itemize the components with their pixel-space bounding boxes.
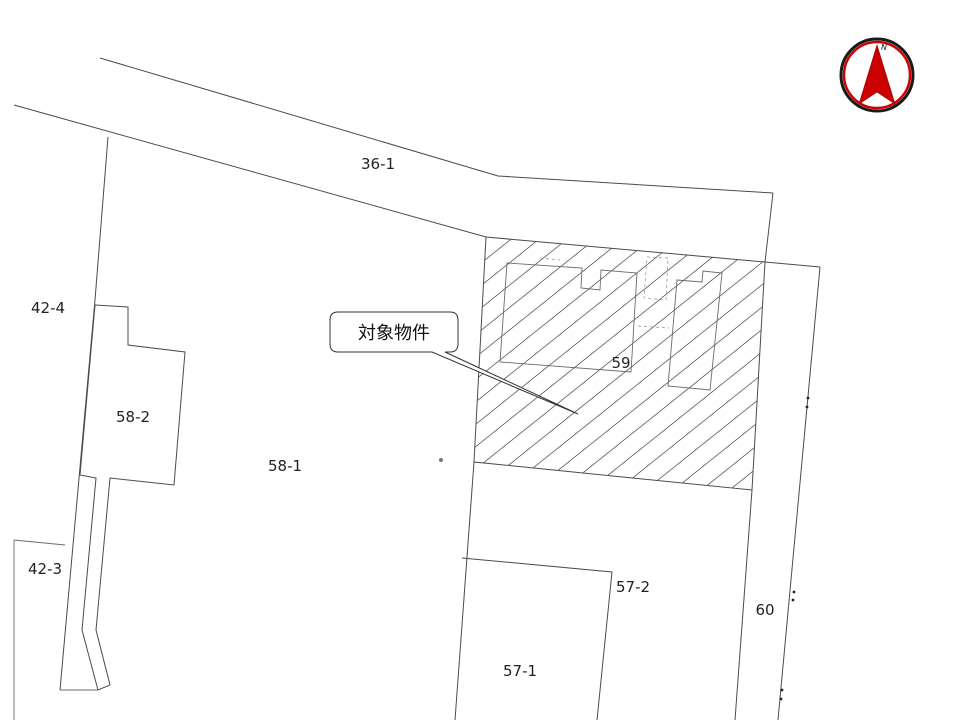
boundary-60-west (734, 489, 753, 720)
hatch-line (474, 237, 673, 490)
hatch-line (474, 237, 533, 490)
hatch-line (474, 237, 617, 490)
road-edge-south (13, 104, 487, 238)
hatch-line (523, 237, 765, 490)
road-edge-north (99, 57, 774, 194)
boundary-59-east-ext (764, 261, 821, 268)
hatch-line (691, 237, 765, 490)
lot-label-42-3: 42-3 (27, 560, 63, 578)
boundary-60-east (777, 266, 821, 720)
hatch-line (607, 237, 765, 490)
hatch-line (474, 237, 765, 490)
boundary-markers-60 (779, 396, 810, 701)
road-edge-east (764, 192, 774, 263)
hatch-line (832, 200, 960, 520)
hatch-line (747, 237, 765, 490)
lot-label-36-1: 36-1 (360, 155, 396, 173)
hatch-line (579, 237, 765, 490)
lot-label-57-1: 57-1 (502, 662, 538, 680)
lot-label-42-4: 42-4 (30, 299, 66, 317)
hatch-line (860, 200, 960, 520)
hatch-line (663, 237, 765, 490)
hatch-line (474, 237, 505, 490)
hatch-line (48, 200, 448, 520)
hatch-line (474, 237, 645, 490)
parcel-57-1 (461, 557, 613, 720)
outbuilding-59-link (637, 325, 670, 329)
hatch-line (0, 200, 308, 520)
hatch-line (474, 237, 589, 490)
hatch-line (0, 200, 364, 520)
hatch-line (888, 200, 960, 520)
hatch-line (474, 237, 729, 490)
hatch-pattern-59 (0, 200, 960, 520)
north-arrow-icon (839, 37, 915, 113)
lot-label-58-2: 58-2 (115, 408, 151, 426)
hatch-line (551, 237, 765, 490)
hatch-line (635, 237, 765, 490)
hatch-line (916, 200, 960, 520)
outbuilding-59-dashed (643, 256, 669, 301)
hatch-line (719, 237, 765, 490)
survey-point (439, 458, 443, 462)
hatch-line (0, 200, 392, 520)
building-59-east (667, 270, 723, 391)
hatch-line (804, 200, 960, 520)
boundary-58-1-west (59, 136, 109, 691)
hatch-line (944, 200, 960, 520)
callout-bubble (329, 311, 579, 415)
hatch-line (776, 200, 960, 520)
target-property-callout: 対象物件 (358, 323, 430, 344)
lot-label-60: 60 (755, 601, 775, 619)
lot-label-58-1: 58-1 (267, 457, 303, 475)
parcel-58-2 (79, 304, 186, 691)
boundary-58-1-east (454, 461, 475, 720)
lot-label-59: 59 (611, 354, 631, 372)
boundary-42-3 (13, 539, 66, 546)
hatch-line (0, 200, 280, 520)
hatch-line (474, 237, 561, 490)
building-59-west (499, 262, 638, 373)
lot-label-57-2: 57-2 (615, 578, 651, 596)
hatch-line (495, 237, 765, 490)
north-letter: N (881, 43, 887, 52)
